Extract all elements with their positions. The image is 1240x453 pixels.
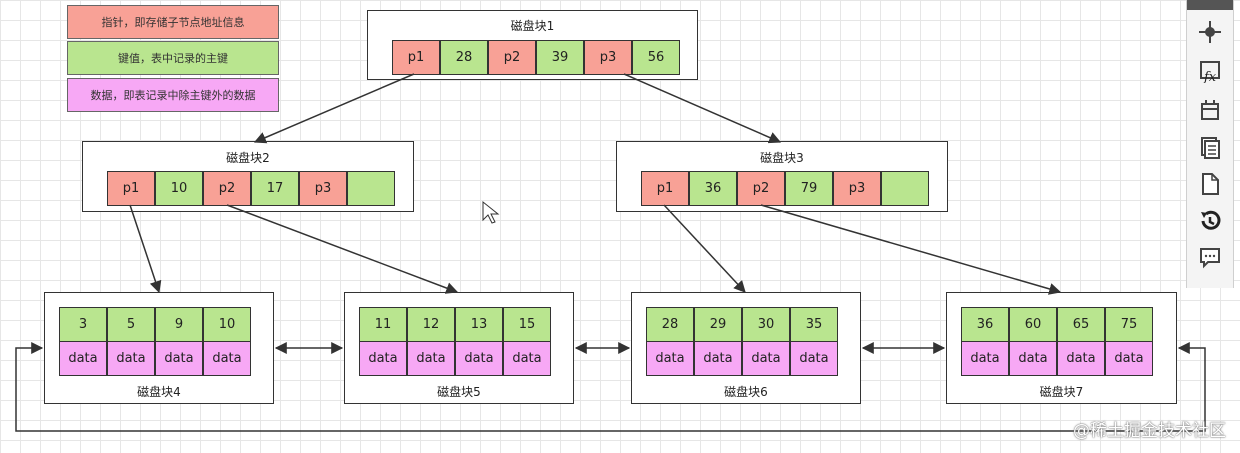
data-cell: data xyxy=(359,341,407,376)
data-cell: data xyxy=(961,341,1009,376)
pointer-cell: p2 xyxy=(737,171,785,206)
pointer-cell: p3 xyxy=(299,171,347,206)
key-cell: 36 xyxy=(961,307,1009,342)
pages-icon[interactable] xyxy=(1195,134,1225,160)
key-cell: 30 xyxy=(742,307,790,342)
key-cell: 28 xyxy=(440,40,488,75)
key-cell: 75 xyxy=(1105,307,1153,342)
page-icon[interactable] xyxy=(1195,171,1225,197)
mouse-cursor-icon xyxy=(482,200,500,224)
data-cell: data xyxy=(694,341,742,376)
disk-block-7-title: 磁盘块7 xyxy=(1039,385,1084,399)
disk-block-2-title: 磁盘块2 xyxy=(226,151,270,165)
legend-key: 键值，表中记录的主键 xyxy=(67,41,279,75)
legend-pointer: 指针，即存储子节点地址信息 xyxy=(67,5,279,39)
pointer-cell: p3 xyxy=(584,40,632,75)
disk-block-3-title: 磁盘块3 xyxy=(760,151,804,165)
right-toolbar: fx xyxy=(1186,0,1234,288)
data-cell: data xyxy=(107,341,155,376)
key-cell: 60 xyxy=(1009,307,1057,342)
data-cell: data xyxy=(1057,341,1105,376)
key-cell: 3 xyxy=(59,307,107,342)
key-cell: 56 xyxy=(632,40,680,75)
data-cell: data xyxy=(407,341,455,376)
navigate-icon[interactable] xyxy=(1195,19,1225,45)
data-cell: data xyxy=(790,341,838,376)
svg-text:fx: fx xyxy=(1203,70,1217,83)
data-cell: data xyxy=(646,341,694,376)
key-cell: 79 xyxy=(785,171,833,206)
disk-block-6-title: 磁盘块6 xyxy=(724,385,768,399)
key-cell: 9 xyxy=(155,307,203,342)
comment-icon[interactable] xyxy=(1195,244,1225,270)
legend-data: 数据，即表记录中除主键外的数据 xyxy=(67,78,279,112)
history-icon[interactable] xyxy=(1195,208,1225,234)
format-icon[interactable]: fx xyxy=(1195,58,1225,84)
data-cell: data xyxy=(155,341,203,376)
arrow-b3-p1-to-b6 xyxy=(663,204,746,293)
key-cell: 36 xyxy=(689,171,737,206)
disk-block-1-title: 磁盘块1 xyxy=(510,19,555,33)
data-cell: data xyxy=(203,341,251,376)
key-cell: 29 xyxy=(694,307,742,342)
data-cell: data xyxy=(1009,341,1057,376)
arrow-b2-p2-to-b5 xyxy=(226,204,459,294)
data-cell: data xyxy=(503,341,551,376)
pointer-cell: p1 xyxy=(107,171,155,206)
watermark: @稀土掘金技术社区 xyxy=(1073,421,1226,441)
arrow-b1-p3-to-b3 xyxy=(623,73,782,144)
data-cell: data xyxy=(455,341,503,376)
pointer-cell: p2 xyxy=(203,171,251,206)
key-cell: 28 xyxy=(646,307,694,342)
disk-block-4-title: 磁盘块4 xyxy=(137,385,181,399)
key-cell: 12 xyxy=(407,307,455,342)
key-cell xyxy=(881,171,929,206)
toolbar-header xyxy=(1187,0,1233,10)
key-cell: 39 xyxy=(536,40,584,75)
key-cell xyxy=(347,171,395,206)
data-cell: data xyxy=(742,341,790,376)
pointer-cell: p3 xyxy=(833,171,881,206)
key-cell: 10 xyxy=(155,171,203,206)
pointer-cell: p1 xyxy=(392,40,440,75)
key-cell: 17 xyxy=(251,171,299,206)
key-cell: 5 xyxy=(107,307,155,342)
key-cell: 15 xyxy=(503,307,551,342)
key-cell: 11 xyxy=(359,307,407,342)
arrow-b3-p2-to-b7 xyxy=(760,204,1062,295)
data-cell: data xyxy=(1105,341,1153,376)
disk-block-5-title: 磁盘块5 xyxy=(437,385,481,399)
arrow-b2-p1-to-b4 xyxy=(129,204,162,294)
key-cell: 65 xyxy=(1057,307,1105,342)
data-cell: data xyxy=(59,341,107,376)
pointer-cell: p1 xyxy=(641,171,689,206)
table-icon[interactable] xyxy=(1195,97,1225,123)
key-cell: 13 xyxy=(455,307,503,342)
key-cell: 10 xyxy=(203,307,251,342)
pointer-cell: p2 xyxy=(488,40,536,75)
key-cell: 35 xyxy=(790,307,838,342)
